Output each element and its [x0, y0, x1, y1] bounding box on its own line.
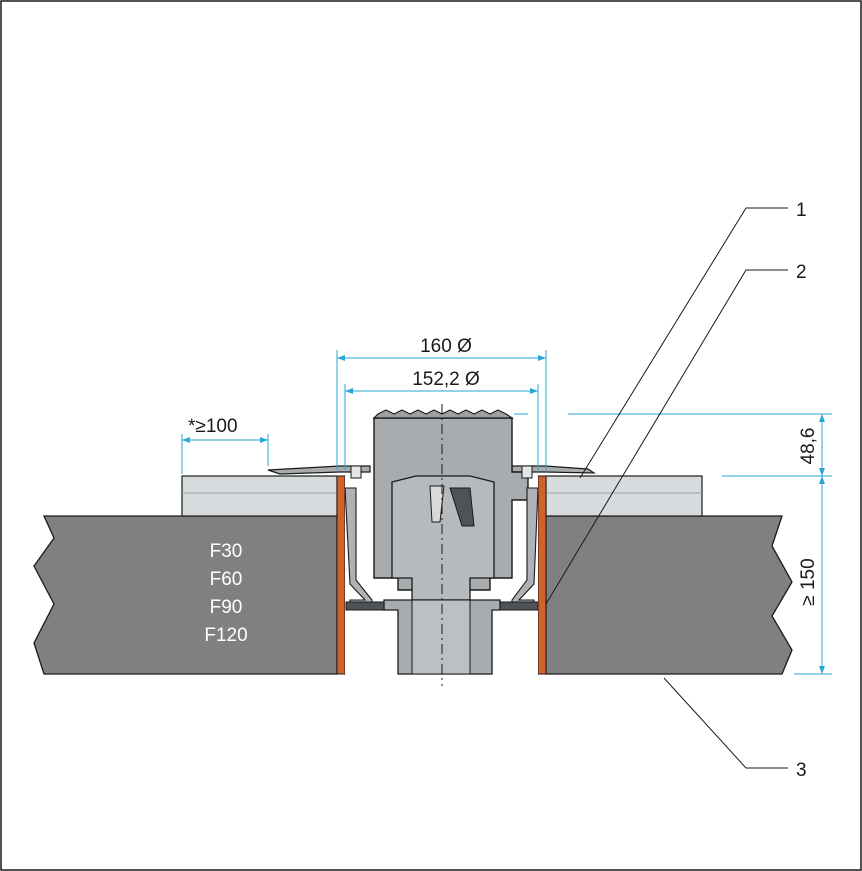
concrete-slab-right	[545, 515, 793, 675]
dim-slab-thickness: ≥ 150	[798, 558, 819, 605]
dim-outer-diameter: 160 Ø	[420, 336, 472, 357]
fire-rating-f120: F120	[204, 625, 247, 646]
dim-min-distance: *≥100	[188, 416, 238, 437]
insulation-right	[545, 475, 703, 517]
callout-3: 3	[796, 760, 807, 781]
fire-rating-f30: F30	[210, 541, 243, 562]
callout-2: 2	[796, 262, 807, 283]
fire-rating-f90: F90	[210, 597, 243, 618]
dim-flange-height: 48,6	[798, 428, 819, 465]
callout-1: 1	[796, 200, 807, 221]
fire-rating-f60: F60	[210, 569, 243, 590]
drain-grating	[372, 409, 514, 419]
fire-sleeve-left	[336, 475, 346, 675]
fire-sleeve-right	[537, 475, 547, 675]
insulation-left	[181, 475, 338, 517]
concrete-slab-left	[33, 515, 338, 675]
dim-inner-diameter: 152,2 Ø	[412, 369, 480, 390]
